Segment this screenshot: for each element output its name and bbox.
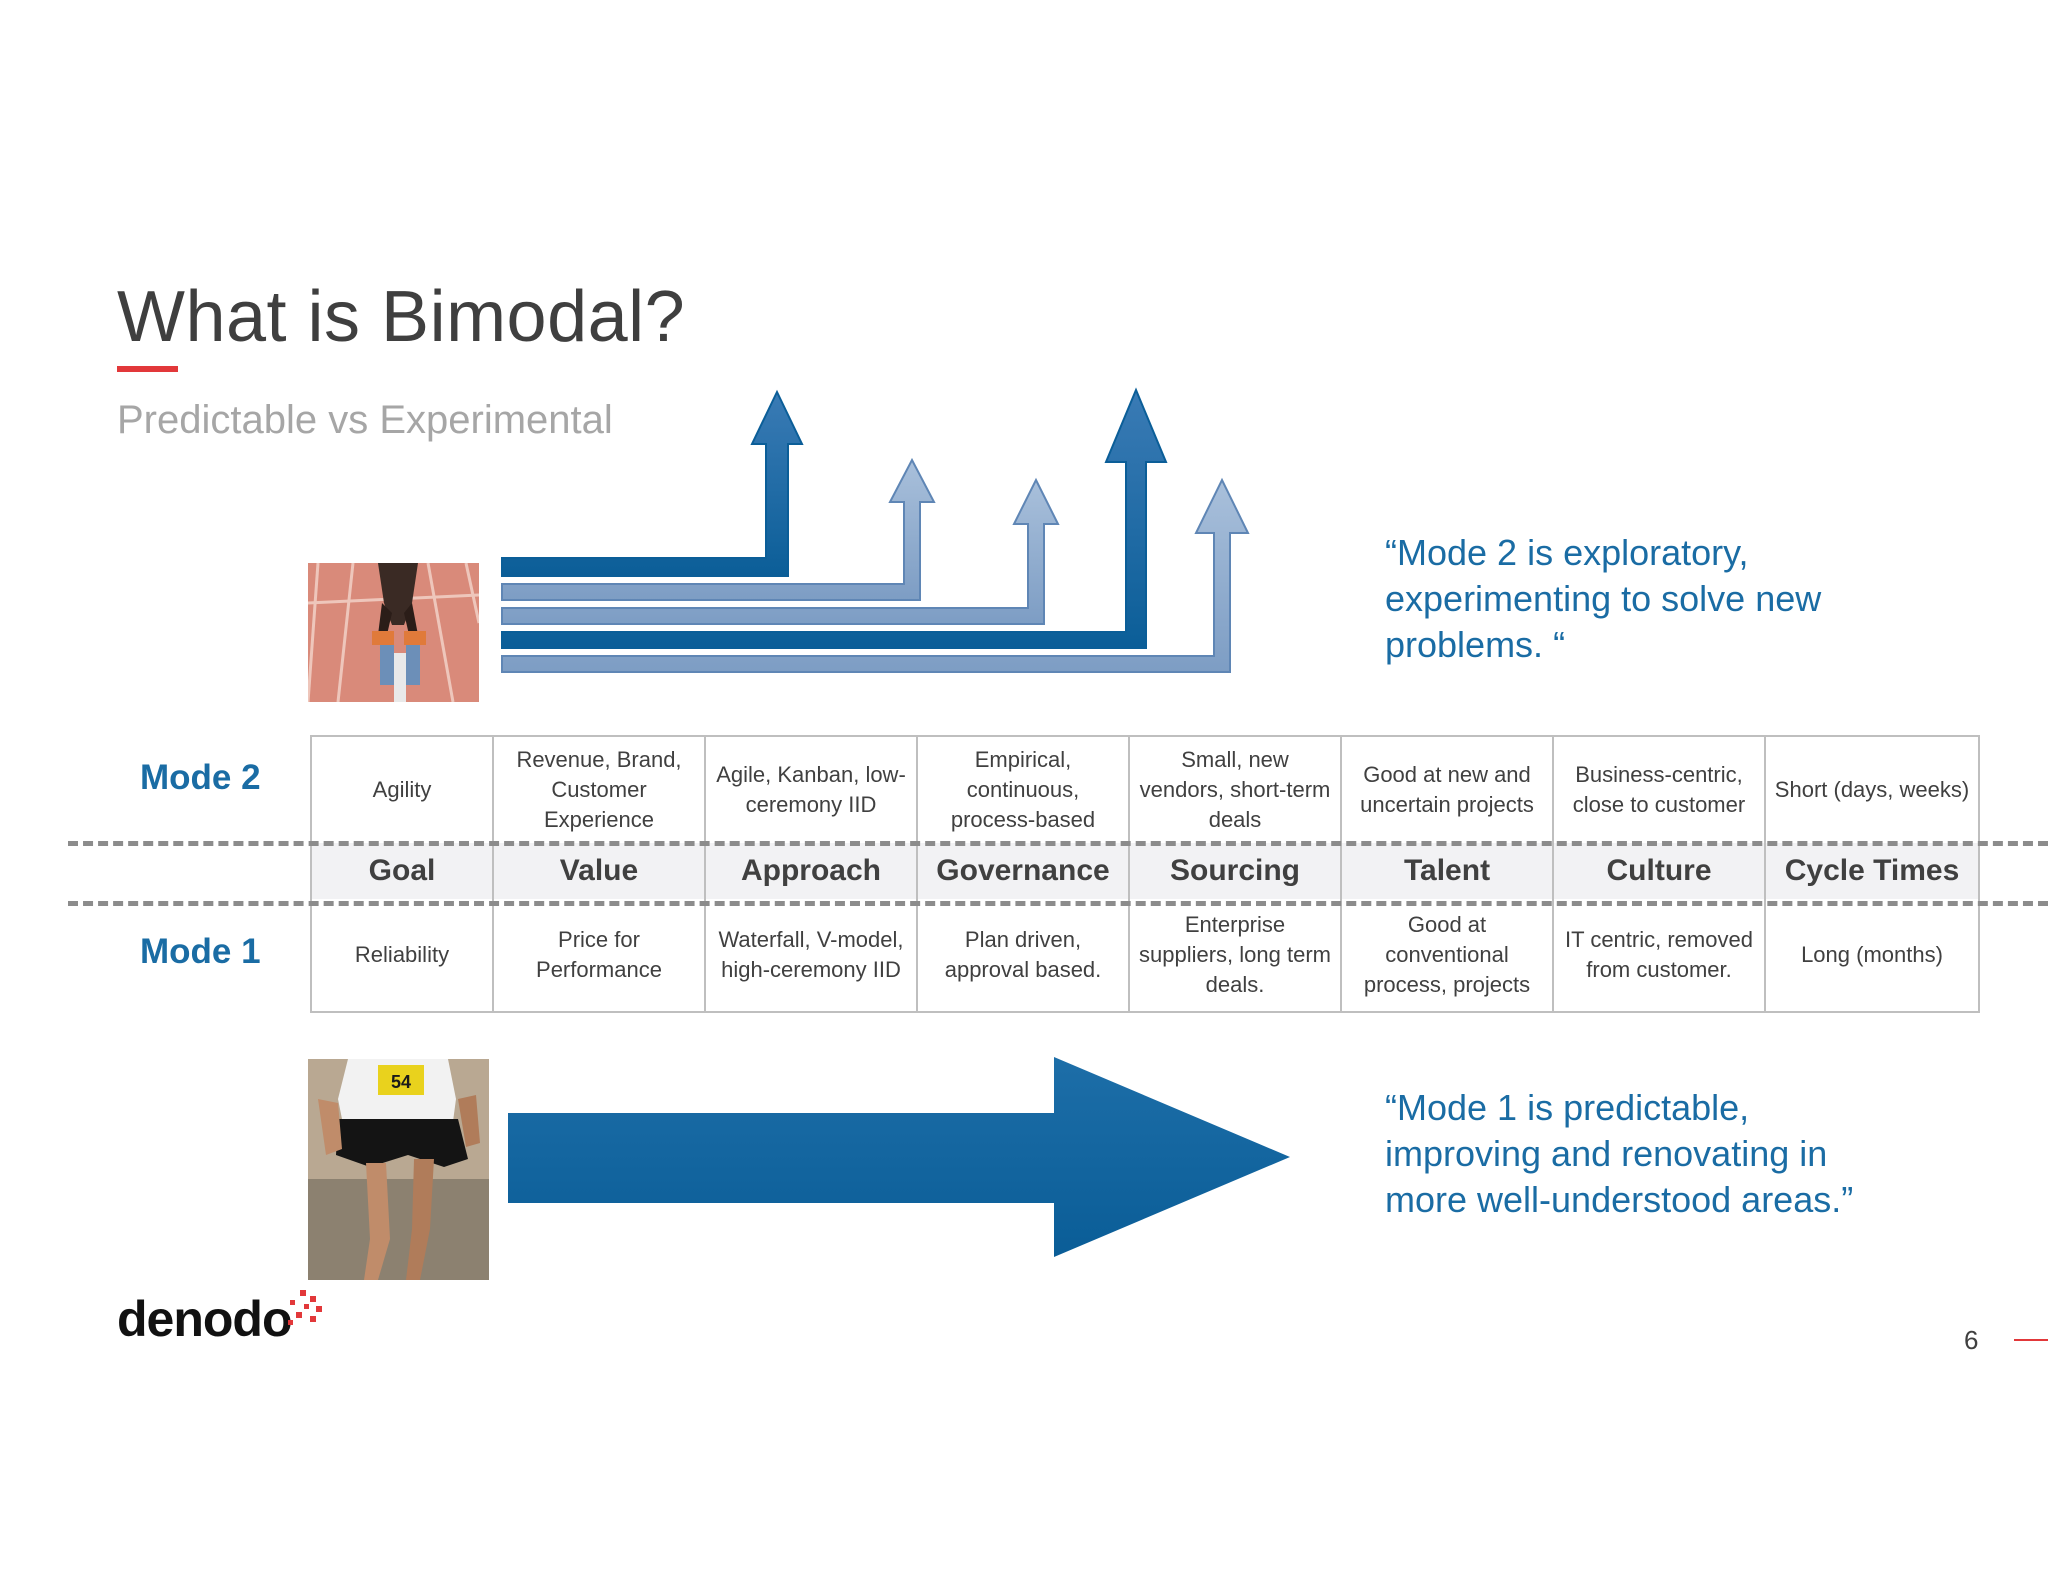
mode2-arrows-graphic bbox=[501, 387, 1250, 673]
mode1-label: Mode 1 bbox=[140, 932, 261, 971]
arrow-3 bbox=[501, 477, 1060, 625]
bimodal-comparison-table: Agility Revenue, Brand, Customer Experie… bbox=[310, 735, 1980, 1013]
divider-dashed-bottom bbox=[68, 901, 2048, 906]
table-cell: Long (months) bbox=[1801, 942, 1943, 967]
mode2-quote-line: experimenting to solve new bbox=[1385, 578, 1822, 619]
arrow-2 bbox=[501, 457, 936, 601]
column-header: Governance bbox=[918, 843, 1130, 899]
column-header: Cycle Times bbox=[1784, 854, 1960, 887]
mode1-quote-line: more well-understood areas.” bbox=[1385, 1179, 1854, 1220]
arrow-1 bbox=[501, 389, 804, 577]
column-header: Approach bbox=[706, 843, 918, 899]
table-cell: Revenue, Brand, Customer Experience bbox=[494, 737, 706, 843]
page-number-accent bbox=[2014, 1339, 2048, 1341]
table-cell: Short (days, weeks) bbox=[1774, 777, 1970, 802]
table-cell: Waterfall, V-model, high-ceremony IID bbox=[706, 899, 918, 1011]
page-number: 6 bbox=[1964, 1325, 1979, 1355]
mode1-arrow-graphic bbox=[508, 1057, 1290, 1257]
column-header: Value bbox=[494, 843, 706, 899]
table-cell: Plan driven, approval based. bbox=[918, 899, 1130, 1011]
table-cell: Good at conventional process, projects bbox=[1342, 899, 1554, 1011]
mode2-quote: “Mode 2 is exploratory, experimenting to… bbox=[1385, 530, 1945, 668]
column-header: Talent bbox=[1342, 843, 1554, 899]
mode2-label: Mode 2 bbox=[140, 758, 261, 797]
table-cell: Agility bbox=[312, 737, 494, 843]
table-row-mode1: Reliability Price for Performance Waterf… bbox=[312, 899, 1978, 1011]
denodo-logo-mark-icon bbox=[288, 1290, 322, 1325]
arrow-5 bbox=[501, 477, 1250, 673]
mode1-quote-line: improving and renovating in bbox=[1385, 1133, 1828, 1174]
table-cell: Empirical, continuous, process-based bbox=[918, 737, 1130, 843]
denodo-logo: denodo bbox=[117, 1291, 293, 1347]
mode2-quote-line: problems. “ bbox=[1385, 624, 1566, 665]
runner-bib-number: 54 bbox=[391, 1072, 411, 1092]
column-header: Culture bbox=[1554, 843, 1766, 899]
table-cell: IT centric, removed from customer. bbox=[1554, 899, 1766, 1011]
mode1-quote-line: “Mode 1 is predictable, bbox=[1385, 1087, 1750, 1128]
mode2-quote-line: “Mode 2 is exploratory, bbox=[1385, 532, 1749, 573]
sprinter-photo bbox=[308, 563, 479, 702]
table-cell: Good at new and uncertain projects bbox=[1342, 737, 1554, 843]
table-cell: Price for Performance bbox=[494, 899, 706, 1011]
page-title: What is Bimodal? bbox=[117, 277, 686, 357]
column-header: Goal bbox=[312, 843, 494, 899]
runner-photo: 54 bbox=[308, 1059, 489, 1280]
arrow-4 bbox=[501, 387, 1168, 649]
page-subtitle: Predictable vs Experimental bbox=[117, 398, 613, 442]
table-row-mode2: Agility Revenue, Brand, Customer Experie… bbox=[312, 737, 1978, 843]
mode1-quote: “Mode 1 is predictable, improving and re… bbox=[1385, 1085, 1945, 1223]
table-cell: Business-centric, close to customer bbox=[1554, 737, 1766, 843]
column-header: Sourcing bbox=[1130, 843, 1342, 899]
table-header-row: Goal Value Approach Governance Sourcing … bbox=[312, 843, 1978, 899]
divider-dashed-top bbox=[68, 841, 2048, 846]
table-cell: Reliability bbox=[312, 899, 494, 1011]
mode1-arrow bbox=[508, 1057, 1290, 1257]
title-accent-bar bbox=[117, 366, 178, 372]
table-cell: Enterprise suppliers, long term deals. bbox=[1130, 899, 1342, 1011]
table-cell: Agile, Kanban, low-ceremony IID bbox=[706, 737, 918, 843]
table-cell: Small, new vendors, short-term deals bbox=[1130, 737, 1342, 843]
